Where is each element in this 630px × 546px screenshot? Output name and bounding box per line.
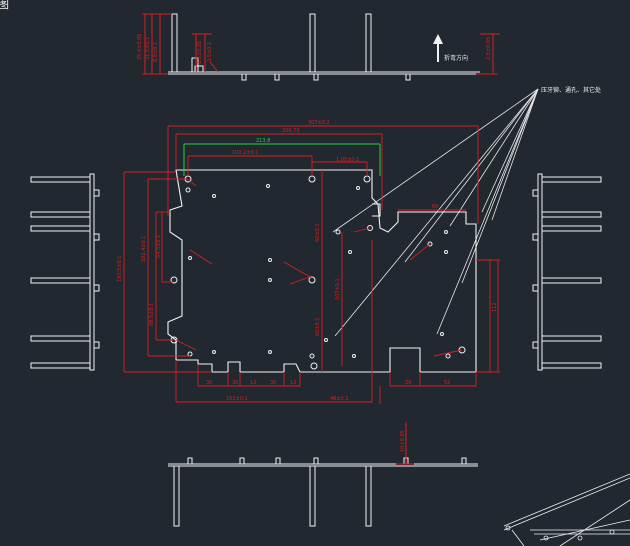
- right-elevation-view: [532, 173, 602, 371]
- svg-text:107±0.1: 107±0.1: [335, 278, 341, 300]
- plan-dim-texts: 307±0.2 206.75 102.2±0.1 1.05±0.1 193.5±…: [117, 120, 498, 402]
- svg-text:68.5±0.1: 68.5±0.1: [149, 303, 155, 326]
- svg-text:307±0.2: 307±0.2: [308, 120, 330, 126]
- svg-text:102.2±0.1: 102.2±0.1: [232, 150, 258, 156]
- annotation-note: 压牙铆、通孔、其它处: [541, 86, 601, 94]
- svg-text:2.5±0.05: 2.5±0.05: [486, 37, 492, 60]
- svg-text:52: 52: [444, 380, 450, 386]
- svg-text:30: 30: [270, 380, 276, 386]
- green-dimension-text: 213.8: [256, 138, 270, 144]
- svg-text:12: 12: [250, 380, 256, 386]
- main-plate-outline: [167, 169, 477, 373]
- svg-text:112: 112: [492, 302, 498, 312]
- svg-text:25.4±0.05: 25.4±0.05: [137, 34, 143, 60]
- bend-direction-label: 折弯方向: [444, 54, 468, 62]
- corner-glyph: 图: [0, 0, 9, 11]
- bottom-elevation-view: [168, 457, 478, 527]
- svg-text:60±0.1: 60±0.1: [315, 223, 321, 242]
- svg-text:46±0.1: 46±0.1: [330, 396, 349, 402]
- svg-text:31.5±0.1: 31.5±0.1: [145, 37, 151, 60]
- top-view-dimensions: [142, 13, 500, 75]
- bottom-view-dim-text: 10±0.05: [400, 430, 406, 452]
- svg-text:206.75: 206.75: [282, 128, 300, 134]
- svg-text:3.5±0.1: 3.5±0.1: [207, 42, 213, 62]
- svg-text:8.8±0.1: 8.8±0.1: [153, 42, 159, 62]
- svg-text:12: 12: [290, 380, 296, 386]
- svg-text:68: 68: [432, 204, 438, 210]
- isometric-fragment: [503, 473, 630, 546]
- plate-holes: [170, 175, 466, 370]
- bend-direction-arrow-icon: [433, 34, 443, 62]
- svg-text:30: 30: [206, 380, 212, 386]
- svg-text:1.05±0.1: 1.05±0.1: [336, 157, 359, 163]
- bottom-view-dimensions: [396, 422, 414, 465]
- svg-text:102.4±0.1: 102.4±0.1: [141, 236, 147, 262]
- left-elevation-view: [30, 173, 100, 371]
- svg-text:60±0.1: 60±0.1: [315, 317, 321, 336]
- svg-text:29: 29: [405, 380, 411, 386]
- top-elevation-view: [168, 13, 480, 81]
- svg-text:30: 30: [232, 380, 238, 386]
- plan-green-dimension: [183, 143, 381, 176]
- svg-text:193.5±0.1: 193.5±0.1: [117, 256, 123, 282]
- svg-text:152±0.1: 152±0.1: [226, 396, 248, 402]
- svg-text:64.5±0.1: 64.5±0.1: [156, 235, 162, 258]
- top-view-dim-texts: 25.4±0.05 31.5±0.1 8.8±0.1 1.5±0.05 3.5±…: [137, 34, 492, 64]
- svg-text:1.5±0.05: 1.5±0.05: [197, 41, 203, 64]
- plan-dimensions: [123, 125, 500, 404]
